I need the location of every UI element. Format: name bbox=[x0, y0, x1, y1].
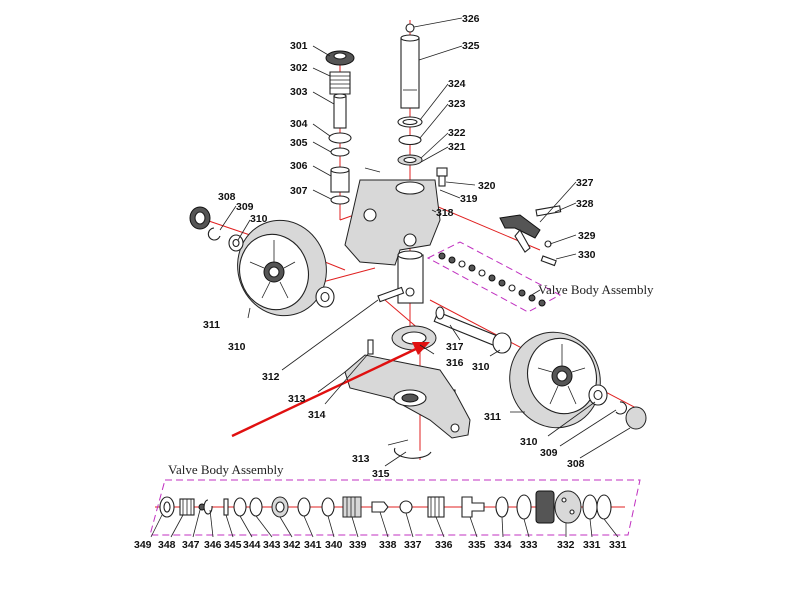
label-336: 336 bbox=[435, 539, 453, 551]
label-345: 345 bbox=[224, 539, 242, 551]
label-301: 301 bbox=[290, 40, 308, 52]
label-321: 321 bbox=[448, 141, 466, 153]
label-309-right: 309 bbox=[540, 447, 558, 459]
release-lever-327-330 bbox=[499, 205, 562, 267]
label-302: 302 bbox=[290, 62, 308, 74]
valve-body-label-upper: Valve Body Assembly bbox=[538, 282, 654, 297]
label-316: 316 bbox=[446, 357, 464, 369]
valve-row-leaders bbox=[150, 509, 619, 538]
label-312: 312 bbox=[262, 371, 280, 383]
hub-parts-308-310-right bbox=[588, 384, 647, 430]
bushing-310-right bbox=[492, 332, 512, 354]
label-333: 333 bbox=[520, 539, 538, 551]
valve-row-labels: 349 348 347 346 345 344 343 342 341 340 … bbox=[134, 539, 627, 551]
label-337: 337 bbox=[404, 539, 422, 551]
label-342: 342 bbox=[283, 539, 301, 551]
label-331-b: 331 bbox=[609, 539, 627, 551]
label-330: 330 bbox=[578, 249, 596, 261]
label-346: 346 bbox=[204, 539, 222, 551]
label-323: 323 bbox=[448, 98, 466, 110]
label-319: 319 bbox=[460, 193, 478, 205]
fork-frame-314 bbox=[344, 354, 471, 439]
label-322: 322 bbox=[448, 127, 466, 139]
pointer-arrow bbox=[231, 342, 430, 438]
label-311-left: 311 bbox=[203, 319, 220, 331]
label-343: 343 bbox=[263, 539, 281, 551]
label-326: 326 bbox=[462, 13, 480, 25]
pump-body-318 bbox=[344, 167, 441, 304]
piston-rod-325 bbox=[400, 34, 420, 109]
valve-assembly-outline-lower bbox=[149, 479, 641, 536]
label-307: 307 bbox=[290, 185, 308, 197]
label-313-top: 313 bbox=[288, 393, 306, 405]
wheel-311-right bbox=[509, 331, 601, 429]
label-308-top: 308 bbox=[218, 191, 236, 203]
label-341: 341 bbox=[304, 539, 322, 551]
leader-lines bbox=[219, 17, 631, 467]
label-309-top: 309 bbox=[236, 201, 254, 213]
label-347: 347 bbox=[182, 539, 200, 551]
label-320: 320 bbox=[478, 180, 496, 192]
label-310-mid: 310 bbox=[472, 361, 490, 373]
label-314: 314 bbox=[308, 409, 326, 421]
valve-assembly-outline-upper bbox=[426, 241, 562, 313]
label-304: 304 bbox=[290, 118, 308, 130]
label-334: 334 bbox=[494, 539, 512, 551]
label-329: 329 bbox=[578, 230, 596, 242]
label-348: 348 bbox=[158, 539, 176, 551]
label-318: 318 bbox=[436, 207, 454, 219]
label-325: 325 bbox=[462, 40, 480, 52]
label-344: 344 bbox=[243, 539, 261, 551]
label-327: 327 bbox=[576, 177, 594, 189]
label-340: 340 bbox=[325, 539, 343, 551]
label-335: 335 bbox=[468, 539, 486, 551]
label-328: 328 bbox=[576, 198, 594, 210]
label-306: 306 bbox=[290, 160, 308, 172]
label-317: 317 bbox=[446, 341, 464, 353]
label-324: 324 bbox=[448, 78, 466, 90]
label-310-right: 310 bbox=[520, 436, 538, 448]
valve-parts-upper bbox=[438, 252, 546, 307]
thrust-plate-316 bbox=[391, 325, 437, 351]
part-number-labels: 326 325 301 302 303 304 305 306 307 324 … bbox=[203, 13, 596, 480]
bolt-320 bbox=[436, 167, 448, 187]
label-338: 338 bbox=[379, 539, 397, 551]
seal-rings-324-321 bbox=[397, 116, 423, 166]
label-311-right: 311 bbox=[484, 411, 501, 423]
hub-parts-308-310-left bbox=[189, 206, 335, 308]
label-308-right: 308 bbox=[567, 458, 585, 470]
label-313-bottom: 313 bbox=[352, 453, 370, 465]
valve-parts-lower bbox=[159, 490, 612, 524]
label-310-left: 310 bbox=[228, 341, 246, 353]
label-332: 332 bbox=[557, 539, 575, 551]
label-349: 349 bbox=[134, 539, 152, 551]
label-315: 315 bbox=[372, 468, 390, 480]
snap-ring-315 bbox=[393, 447, 432, 459]
label-310-top: 310 bbox=[250, 213, 268, 225]
label-339: 339 bbox=[349, 539, 367, 551]
pump-spring-stack-301-307 bbox=[325, 50, 355, 205]
valve-body-label-lower: Valve Body Assembly bbox=[168, 462, 284, 477]
label-303: 303 bbox=[290, 86, 308, 98]
steel-ball-326 bbox=[405, 23, 415, 33]
wheel-311-left bbox=[237, 219, 327, 317]
label-331-a: 331 bbox=[583, 539, 601, 551]
label-305: 305 bbox=[290, 137, 308, 149]
